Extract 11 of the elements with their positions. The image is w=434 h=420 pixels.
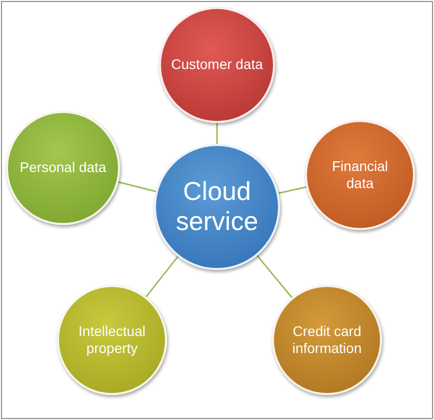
connector-line [216,123,218,144]
circle-label: Personal data [18,159,108,177]
circle-label: Cloud service [174,177,260,237]
circle-label: Financial data [330,158,390,192]
circle-label: Credit card information [291,322,363,358]
connector-line [118,181,156,192]
circle-label: Intellectual property [78,322,146,358]
circle-label: Customer data [170,56,264,74]
connector-line [256,255,293,298]
connector-line [278,186,306,194]
connector-line [146,256,179,298]
